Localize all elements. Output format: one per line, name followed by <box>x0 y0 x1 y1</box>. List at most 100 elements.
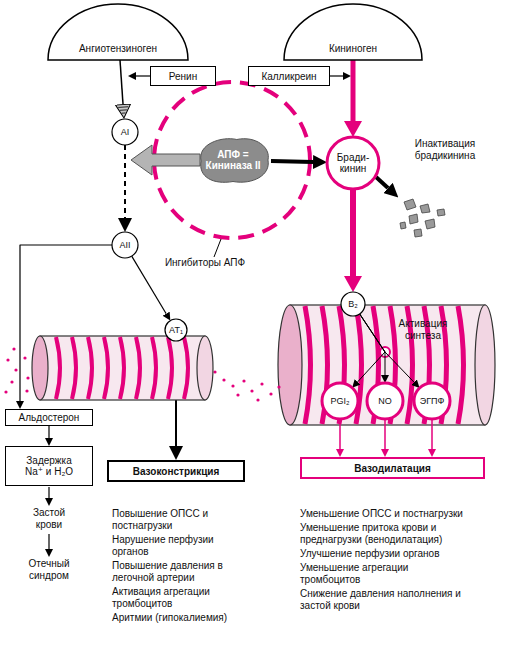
right-vessel <box>278 305 495 425</box>
receptor-circle: B₂ <box>341 292 365 316</box>
kallikrein-arrow <box>330 75 343 76</box>
synthesis-branch-point <box>380 347 390 357</box>
dot <box>250 389 253 392</box>
arrow-connector <box>339 419 341 449</box>
node-text: Альдостерон <box>19 412 80 423</box>
node-text: PGI₂ <box>331 396 350 407</box>
vessel-stripe <box>120 337 124 399</box>
fragment <box>400 222 406 229</box>
arrow-connector <box>431 419 433 449</box>
dot <box>269 392 272 395</box>
dot <box>222 378 225 381</box>
node-text: Кининоген <box>329 43 377 54</box>
receptor-circle: AT₁ <box>165 319 187 341</box>
process-box: Задержка Na⁺ и H₂O <box>5 446 93 486</box>
dot <box>10 380 13 383</box>
stasis-arrow <box>48 487 49 498</box>
effect-list-item: Улучшение перфузии органов <box>300 548 470 560</box>
node-text: Ренин <box>169 71 197 82</box>
node-text: NO <box>378 396 392 407</box>
dot <box>213 370 216 373</box>
node-text: Бради- кинин <box>332 152 374 174</box>
node-text: AI <box>121 127 130 138</box>
dot <box>231 384 234 387</box>
node-text: AII <box>119 240 130 251</box>
annotation-text: Активация синтеза <box>393 318 453 342</box>
dot <box>26 376 29 379</box>
enzyme-blob-path <box>201 139 269 183</box>
node-text: Вазоконстрикция <box>133 466 220 477</box>
precursor-dome-path <box>284 4 422 60</box>
enzyme-box: Ренин <box>150 66 216 86</box>
vessel-stripe <box>136 337 140 399</box>
arrow-connector <box>358 314 385 382</box>
peptide-circle: Бради- кинин <box>327 137 379 189</box>
vessel-stripe <box>305 306 311 424</box>
effect-list-item: Уменьшение ОПСС и постнагрузки <box>300 508 470 520</box>
vessel-end <box>197 336 213 400</box>
fragment <box>437 209 445 216</box>
node-text: Вазодилатация <box>354 463 431 474</box>
dot <box>23 356 26 359</box>
vessel-body <box>290 305 485 425</box>
arrow-connector <box>271 161 313 162</box>
vessel-stripe <box>152 337 156 399</box>
vessel-stripe <box>168 337 172 399</box>
peptide-circle-path <box>327 137 379 189</box>
arrow-connector <box>48 426 49 438</box>
ace-hollow-arrow <box>131 145 200 175</box>
vessel-stripe <box>458 306 464 424</box>
vessel-end <box>475 305 495 425</box>
renin-arrow <box>136 75 150 76</box>
effect-list-item: Уменьшение притока крови и преднагрузки … <box>300 522 470 546</box>
effect-list-item: Повышение ОПСС и постнагрузки <box>112 508 244 532</box>
node-text: ЭГПФ <box>420 396 445 407</box>
fragment <box>404 199 416 210</box>
arrow-connector <box>351 60 356 121</box>
released-dots <box>213 370 280 401</box>
vessel-stripes <box>305 306 464 424</box>
dot <box>12 347 15 350</box>
enzyme-box: Калликреин <box>248 66 330 86</box>
vessel-stripe <box>88 337 92 399</box>
effect-list-item: Аритмии (гипокалиемия) <box>112 612 244 624</box>
effect-list-item: Уменьшение агрегации тромбоцитов <box>300 562 470 586</box>
mediator-circle: PGI₂ <box>322 383 358 419</box>
dot <box>242 379 245 382</box>
precursor-dome-path <box>48 4 188 60</box>
node-text: Ангиотензиноген <box>79 43 157 54</box>
dot <box>14 368 17 371</box>
arrow-connector <box>120 60 123 104</box>
dot <box>6 358 9 361</box>
fragment <box>409 214 418 224</box>
receptor-circle-path <box>341 292 365 316</box>
leader-line <box>214 239 221 257</box>
vessel-opening <box>32 336 48 400</box>
left-vessel <box>32 336 213 400</box>
node-text: AT₁ <box>169 325 183 336</box>
released-dots <box>4 347 29 393</box>
vessel-stripe <box>104 337 108 399</box>
consequence-text: Отечный синдром <box>22 558 76 582</box>
text-column: Уменьшение ОПСС и постнагрузкиУменьшение… <box>300 508 470 614</box>
arrow-connector <box>384 419 386 449</box>
vessel-stripe <box>56 337 60 399</box>
effect-list-item: Снижение давления наполнения и застой кр… <box>300 588 470 612</box>
node-text: Калликреин <box>261 71 316 82</box>
arrow-connector <box>20 245 112 401</box>
inactivation-arrow <box>376 177 388 188</box>
vessel-stripe <box>72 337 76 399</box>
mediator-circle: NO <box>367 383 403 419</box>
mediator-circle-path <box>322 383 358 419</box>
arrow-connector <box>350 189 356 276</box>
effect-box: Вазодилатация <box>300 457 485 479</box>
peptide-circle-path <box>112 119 138 145</box>
peptide-circle-path <box>112 232 138 258</box>
arrow-connector <box>175 341 177 446</box>
dot <box>260 382 263 385</box>
arrow-connector <box>124 145 126 218</box>
arrow-connector <box>360 314 385 375</box>
mediator-circle-path <box>367 383 403 419</box>
dot <box>256 398 259 401</box>
